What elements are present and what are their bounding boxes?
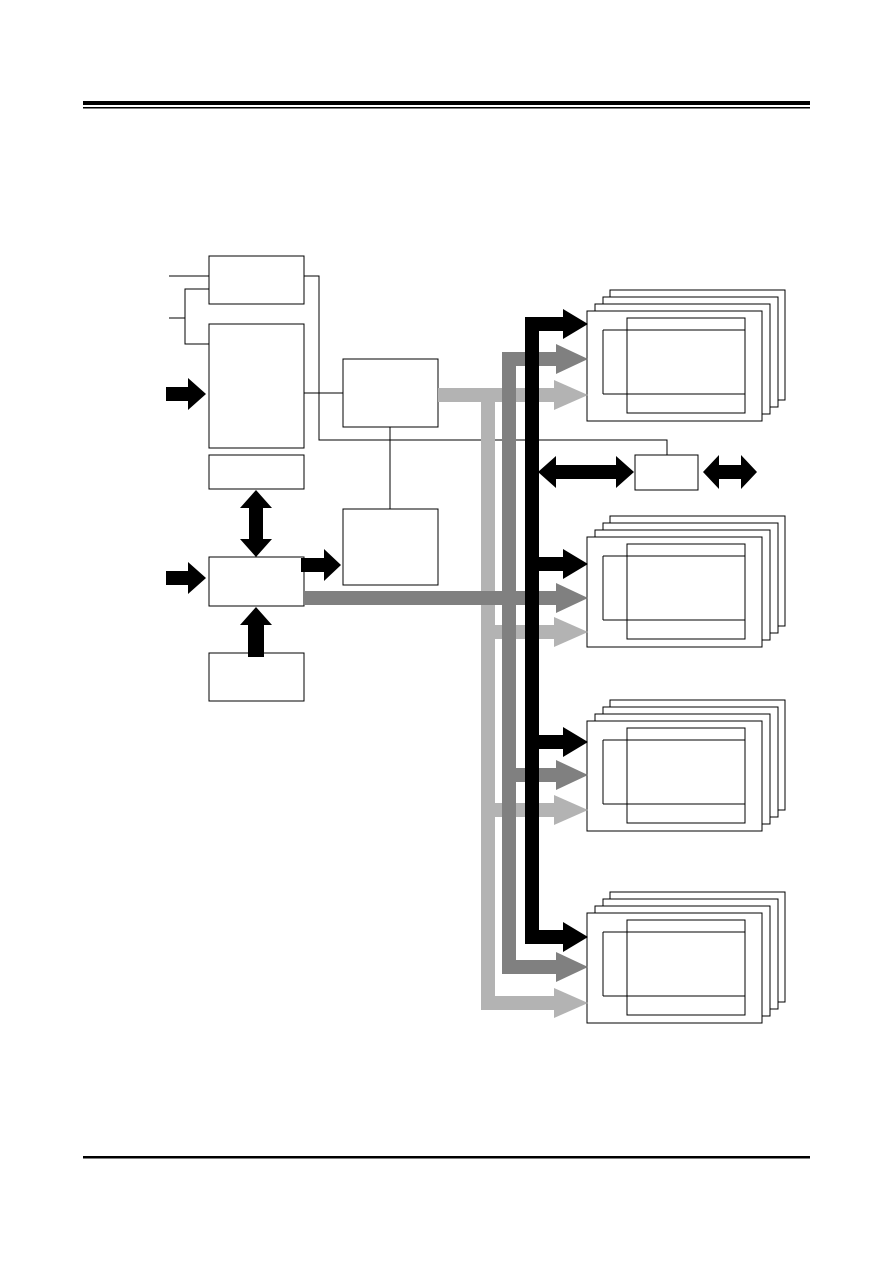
arrow-into-main-upper — [166, 378, 206, 410]
bus-black — [525, 309, 634, 952]
module-group-4 — [586, 891, 786, 1024]
block-main-upper — [208, 323, 305, 449]
module-group-1 — [586, 289, 786, 422]
block-small-right — [634, 454, 699, 491]
conn-top-to-bus-line — [304, 275, 668, 455]
header-rule-thin — [83, 107, 810, 109]
header-rule-thick — [83, 101, 810, 105]
block-center-lower — [342, 508, 439, 586]
block-top-input — [208, 255, 305, 305]
center-cluster — [342, 358, 699, 586]
arrow-small-block-external — [703, 455, 757, 489]
arrow-controller-to-center — [301, 549, 341, 581]
block-center-upper — [342, 358, 439, 428]
bus-light-gray — [438, 380, 588, 1018]
block-main-lower — [208, 454, 305, 490]
arrow-bus-to-small-block — [538, 456, 634, 488]
arrow-bottom-up — [240, 607, 272, 657]
module-group-2 — [586, 515, 786, 648]
left-cluster — [169, 255, 668, 702]
footer-rule — [83, 1156, 810, 1159]
arrow-into-controller — [166, 562, 206, 594]
block-controller — [208, 556, 305, 607]
left-black-arrows — [166, 378, 341, 657]
block-bottom — [208, 652, 305, 702]
input-line-2 — [184, 288, 209, 345]
module-group-3 — [586, 699, 786, 832]
arrow-bidirectional-vertical — [240, 490, 272, 557]
